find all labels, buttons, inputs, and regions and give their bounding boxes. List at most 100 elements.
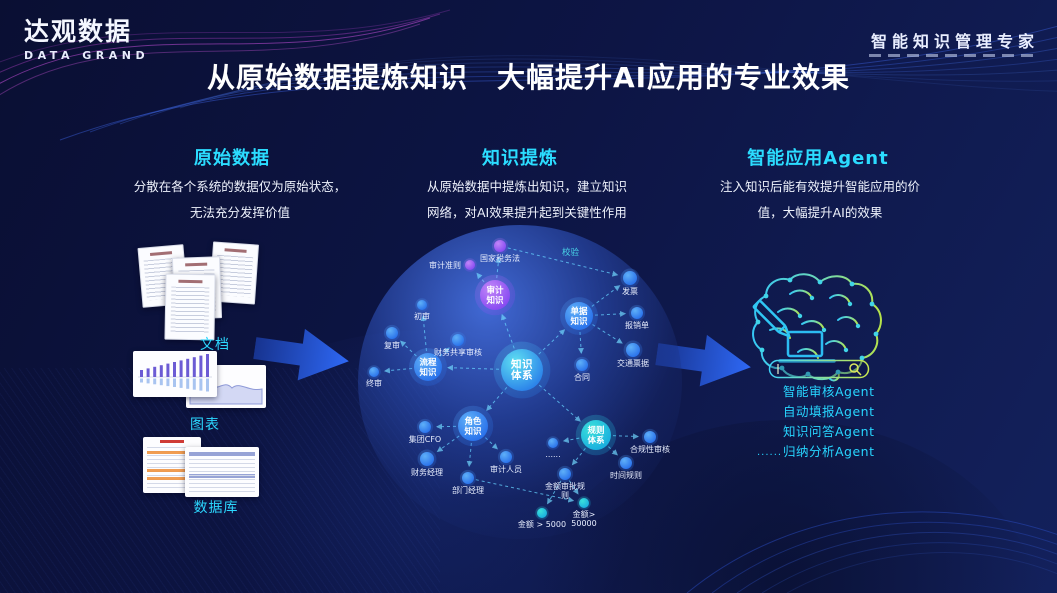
graph-node-hetong xyxy=(576,359,588,371)
graph-node-fapiao xyxy=(623,271,637,285)
graph-edge xyxy=(383,367,413,374)
knowledge-graph: 知识体系审计知识流程知识单据知识角色知识规则体系国家税务法审计准则初审复审终审财… xyxy=(366,237,670,529)
graph-edge xyxy=(577,331,584,355)
bar-chart-thumbnail xyxy=(133,351,217,397)
graph-edge-label: 校验 xyxy=(562,247,580,258)
graph-node-label: 合规性审核 xyxy=(630,444,670,454)
graph-node-label: 知识体系 xyxy=(511,358,533,382)
graph-node-audit xyxy=(480,280,510,310)
graph-node-finshare xyxy=(452,334,464,346)
wave-pattern-bottom-right xyxy=(686,511,1057,593)
agent-list-item: 自动填报Agent xyxy=(783,404,875,419)
agent-desc-line2: 值，大幅提升AI的效果 xyxy=(757,205,883,220)
document-thumbnail xyxy=(164,273,216,341)
graph-edge xyxy=(507,247,619,277)
tagline-underline xyxy=(869,54,1039,57)
extract-desc-line2: 网络，对AI效果提升起到关键性作用 xyxy=(427,205,627,220)
graph-node-fushen xyxy=(386,327,398,339)
graph-edge xyxy=(475,479,575,503)
graph-node-label: 审计知识 xyxy=(486,285,504,306)
database-table-thumbnail xyxy=(185,447,259,497)
graph-edge xyxy=(568,480,579,495)
column-desc-agent: 注入知识后能有效提升智能应用的价 值，大幅提升AI的效果 xyxy=(708,174,932,226)
graph-node-label: 合同 xyxy=(574,372,590,382)
graph-edge xyxy=(612,433,640,440)
graph-edge xyxy=(547,480,562,505)
graph-node-amountrule xyxy=(559,468,571,480)
graph-node-label: 复审 xyxy=(384,340,400,350)
graph-node-center xyxy=(501,349,543,391)
graph-node-label: 角色知识 xyxy=(464,416,482,437)
graph-node-label: 审计准则 xyxy=(429,260,461,270)
graph-edge xyxy=(591,285,621,307)
graph-node-jiaotong xyxy=(626,343,640,357)
agent-list-item: 知识问答Agent xyxy=(783,424,875,439)
graph-edge xyxy=(500,313,515,349)
graph-edge xyxy=(446,364,500,371)
table-highlight-row xyxy=(147,469,197,472)
agent-list-item: 智能审核Agent xyxy=(783,384,875,399)
column-heading-raw-data: 原始数据 xyxy=(194,148,270,169)
graph-edge xyxy=(436,435,460,453)
agent-list: 智能审核Agent 自动填报Agent 知识问答Agent 归纳分析Agent xyxy=(783,382,875,462)
graph-node-label: ...... xyxy=(545,450,560,459)
graph-node-label: 时间规则 xyxy=(610,470,642,480)
graph-node-zhongshen xyxy=(369,367,379,377)
graph-node-label: 国家税务法 xyxy=(480,253,520,263)
graph-edge xyxy=(538,384,581,422)
graph-node-label: 交通票据 xyxy=(617,358,649,368)
graph-node-label: 集团CFO xyxy=(409,434,441,444)
column-heading-agent: 智能应用Agent xyxy=(747,148,889,169)
column-desc-knowledge-extract: 从原始数据中提炼出知识，建立知识 网络，对AI效果提升起到关键性作用 xyxy=(427,174,637,226)
graph-node-amt5000 xyxy=(537,508,547,518)
graph-node-chushen xyxy=(417,300,427,310)
graph-node-label: 流程知识 xyxy=(419,357,437,378)
agent-list-item: 归纳分析Agent xyxy=(783,444,875,459)
flow-arrow-icon xyxy=(655,334,751,387)
graph-node-label: 发票 xyxy=(622,286,638,296)
brand-logo-en: DATA GRAND xyxy=(24,48,150,62)
brand-logo: 达观数据 DATA GRAND xyxy=(24,18,149,62)
graph-edge xyxy=(592,324,623,344)
graph-node-label: 财务经理 xyxy=(411,467,443,477)
graph-node-cfo xyxy=(419,421,431,433)
graph-edge xyxy=(486,386,508,411)
table-header-row xyxy=(189,452,255,456)
search-bar xyxy=(768,359,870,379)
graph-node-label: 终审 xyxy=(366,378,382,388)
graph-node-baoxiao xyxy=(631,307,643,319)
search-icon xyxy=(849,363,862,376)
table-lines xyxy=(189,459,255,493)
wave-pattern-top xyxy=(0,9,1057,141)
extract-desc-line1: 从原始数据中提炼出知识，建立知识 xyxy=(427,179,628,194)
graph-node-label: 报销单 xyxy=(625,320,649,330)
raw-desc-line1: 分散在各个系统的数据仅为原始状态， xyxy=(133,179,347,194)
agent-list-more-dots: ...... xyxy=(757,447,783,458)
graph-node-compliance xyxy=(644,431,656,443)
graph-node-bill xyxy=(565,302,593,330)
agent-desc-line1: 注入知识后能有效提升智能应用的价 xyxy=(719,179,920,194)
graph-node-deptmgr xyxy=(462,472,474,484)
column-heading-knowledge-extract: 知识提炼 xyxy=(482,148,558,169)
graph-edge xyxy=(420,314,427,352)
label-database: 数据库 xyxy=(193,500,239,516)
graph-node-label: 金额审批规则 xyxy=(545,481,585,500)
graph-node-label: 初审 xyxy=(414,311,430,321)
column-desc-raw-data: 分散在各个系统的数据仅为原始状态， 无法充分发挥价值 xyxy=(100,174,380,226)
graph-node-label: 金额>50000 xyxy=(571,509,596,528)
raw-desc-line2: 无法充分发挥价值 xyxy=(189,205,290,220)
graph-edge xyxy=(399,340,417,357)
graph-node-finmgr xyxy=(420,452,434,466)
label-charts: 图表 xyxy=(190,417,220,433)
page-title: 从原始数据提炼知识 大幅提升AI应用的专业效果 xyxy=(206,61,851,94)
graph-node-process xyxy=(414,353,442,381)
graph-node-timerule xyxy=(620,457,632,469)
brand-logo-cn: 达观数据 xyxy=(24,17,133,46)
graph-node-auditor xyxy=(500,451,512,463)
graph-edge xyxy=(466,442,473,468)
graph-node-label: 金额 > 5000 xyxy=(518,519,566,529)
label-documents: 文档 xyxy=(200,337,230,353)
table-title-line xyxy=(160,440,184,443)
pencil-icon xyxy=(752,299,791,338)
